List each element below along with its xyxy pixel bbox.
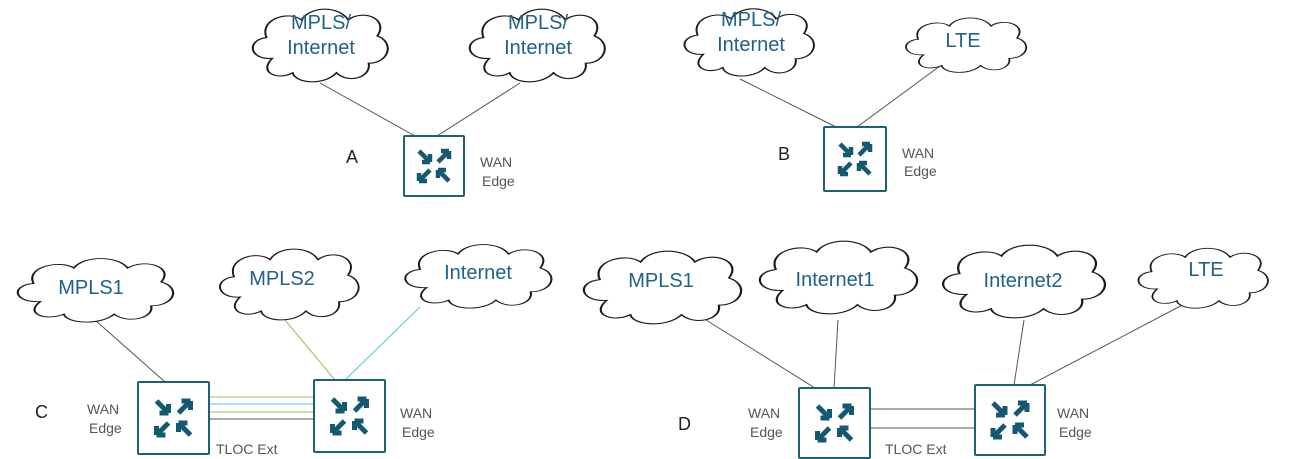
cloud-b-1: MPLS/ Internet	[684, 9, 813, 76]
cloud-label-line1: MPLS/	[508, 12, 568, 34]
diagram-letter: D	[678, 414, 691, 434]
cloud-label-line1: MPLS/	[291, 12, 351, 34]
router-label-line1: WAN	[902, 145, 934, 161]
cloud-label: Internet	[444, 262, 512, 284]
router-label-line2: Edge	[482, 173, 515, 189]
cloud-label: LTE	[1188, 259, 1223, 281]
router-label-line1: WAN	[480, 154, 512, 170]
link-d-lte-router2	[1029, 299, 1193, 386]
router-label-line1: WAN	[748, 405, 780, 421]
cloud-d-internet2: Internet2	[943, 245, 1105, 318]
router-label-line2: Edge	[1059, 424, 1092, 440]
cloud-d-lte: LTE	[1138, 248, 1267, 308]
diagram-letter: B	[778, 144, 790, 164]
cloud-label: MPLS1	[628, 270, 694, 292]
cloud-label: Internet2	[984, 270, 1063, 292]
diagram-d: MPLS1 Internet1 Internet2 LTE	[584, 241, 1268, 459]
link-c-mpls1-router1	[94, 319, 166, 383]
cloud-label-line2: Internet	[504, 37, 572, 59]
router-label-line2: Edge	[750, 424, 783, 440]
cloud-label-line2: Internet	[287, 37, 355, 59]
router-arrows-icon	[154, 398, 193, 438]
link-a-cloud1-router	[319, 82, 416, 137]
cloud-d-mpls1: MPLS1	[584, 251, 741, 324]
cloud-c-mpls2: MPLS2	[220, 249, 359, 320]
cloud-label: MPLS2	[249, 268, 315, 290]
diagram-letter: C	[35, 402, 48, 422]
router-arrows-icon	[990, 400, 1030, 440]
cloud-label-line2: Internet	[717, 34, 785, 56]
router-d-1	[798, 387, 871, 459]
cloud-d-internet1: Internet1	[760, 241, 917, 314]
tloc-ext-links-c	[210, 396, 313, 420]
link-c-mpls2-router2	[284, 319, 336, 381]
router-arrows-icon	[330, 396, 369, 436]
cloud-label: Internet1	[796, 269, 875, 291]
router-label-line2: Edge	[89, 420, 122, 436]
link-d-mpls1-router1	[689, 309, 816, 389]
tloc-ext-label: TLOC Ext	[885, 441, 947, 457]
cloud-a-2: MPLS/ Internet	[470, 9, 605, 82]
router-label-line1: WAN	[1057, 405, 1089, 421]
router-c-2	[313, 379, 386, 453]
cloud-label: LTE	[945, 30, 980, 52]
router-label-line1: WAN	[400, 405, 432, 421]
cloud-b-2: LTE	[906, 18, 1026, 72]
router-a	[403, 135, 465, 197]
cloud-label: MPLS1	[58, 277, 124, 299]
router-b	[823, 126, 887, 192]
link-d-internet1-router1	[833, 319, 839, 389]
link-d-internet2-router2	[1013, 319, 1025, 386]
diagram-b: MPLS/ Internet LTE WAN Edge B	[684, 9, 1026, 192]
router-label-line2: Edge	[904, 163, 937, 179]
router-c-1	[137, 381, 210, 455]
link-b-cloud2-router	[856, 65, 941, 128]
router-d-2	[974, 384, 1046, 456]
cloud-c-mpls1: MPLS1	[18, 259, 173, 323]
cloud-a-1: MPLS/ Internet	[253, 9, 388, 82]
diagram-a: MPLS/ Internet MPLS/ Internet WAN Edge A	[253, 9, 605, 197]
router-arrows-icon	[815, 403, 854, 443]
diagram-c: MPLS1 MPLS2 Internet	[18, 245, 552, 457]
router-arrows-icon	[416, 148, 452, 184]
link-c-internet-router2	[344, 306, 421, 381]
diagram-letter: A	[346, 147, 358, 167]
router-label-line2: Edge	[402, 424, 435, 440]
router-label-line1: WAN	[87, 401, 119, 417]
tloc-ext-links-d	[871, 408, 974, 429]
link-a-cloud2-router	[436, 82, 521, 137]
cloud-c-internet: Internet	[405, 245, 551, 309]
tloc-ext-label: TLOC Ext	[216, 441, 278, 457]
router-arrows-icon	[837, 141, 873, 177]
cloud-label-line1: MPLS/	[721, 9, 781, 31]
link-b-cloud1-router	[739, 78, 837, 128]
